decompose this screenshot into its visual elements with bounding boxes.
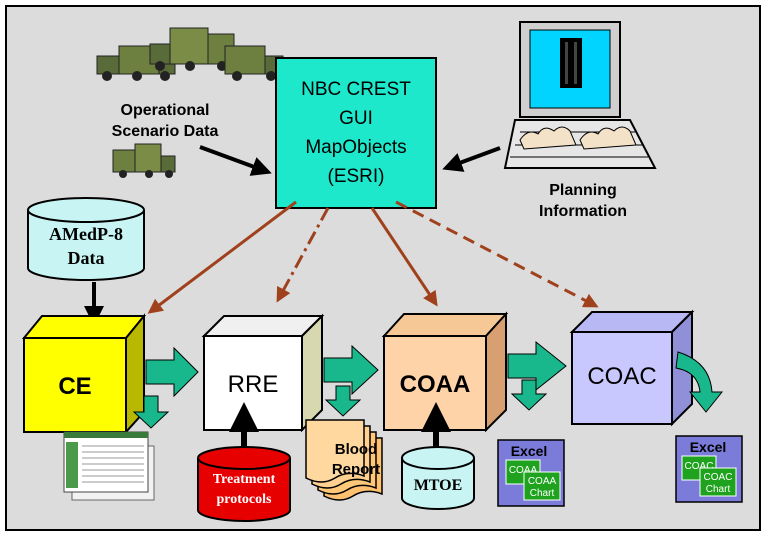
scenario-label-line1: Operational (121, 102, 210, 119)
database-line2: Data (68, 248, 105, 268)
module-coac-label: COAC (587, 363, 656, 390)
planning-label-line2: Information (539, 203, 627, 220)
excel-coac-title: Excel (690, 439, 727, 455)
center-box-line4: (ESRI) (328, 166, 385, 187)
mtoe-label: MTOE (414, 477, 463, 494)
planning-to-gui-arrow (442, 146, 501, 172)
excel-coaa-title: Excel (511, 443, 548, 459)
scenario-label-line2: Scenario Data (112, 123, 219, 140)
excel-coaa-sheet-back: COAA (509, 465, 538, 476)
blood-report-documents: Blood Report (305, 419, 383, 501)
center-box-line3: MapObjects (305, 137, 406, 158)
gui-to-ce-arrow (147, 200, 297, 314)
database-line1: AMedP-8 (49, 224, 123, 244)
mtoe-database: MTOE (401, 446, 475, 510)
excel-coac-chart: Excel COAC COAC Chart (675, 435, 743, 503)
module-rre-label: RRE (228, 371, 279, 398)
coac-output-arrow (675, 351, 724, 413)
module-coac: COAC (569, 309, 695, 427)
center-box-line1: NBC CREST (301, 79, 411, 100)
treatment-protocols-database: Treatment protocols (197, 446, 291, 522)
module-coaa-label: COAA (400, 371, 471, 398)
amedp8-database: AMedP-8 Data (27, 197, 145, 281)
military-truck-icon (96, 27, 284, 178)
laptop-typing-icon (503, 21, 657, 169)
blood-line2: Report (332, 461, 380, 478)
excel-coaa-sheet-front-line1: COAA (528, 476, 557, 487)
module-coaa: COAA (381, 311, 509, 433)
module-ce-label: CE (58, 373, 91, 400)
ce-output-arrow (132, 395, 170, 429)
module-rre: RRE (201, 313, 325, 433)
treatment-line1: Treatment (213, 472, 276, 487)
gui-to-coaa-arrow (370, 207, 438, 307)
planning-label-line1: Planning (549, 182, 617, 199)
scenario-to-gui-arrow (199, 145, 272, 176)
blood-line1: Blood (335, 441, 378, 458)
module-ce: CE (21, 313, 147, 435)
gui-to-rre-arrow (276, 207, 330, 303)
excel-coac-sheet-front-line2: Chart (706, 484, 731, 495)
rre-to-coaa-flow-arrow (323, 344, 379, 396)
excel-coaa-sheet-front-line2: Chart (530, 488, 555, 499)
coaa-output-arrow (510, 379, 548, 411)
rre-output-arrow (324, 385, 362, 417)
excel-coac-sheet-back: COAC (685, 461, 714, 472)
treatment-line2: protocols (217, 492, 273, 507)
coaa-to-coac-flow-arrow (507, 340, 567, 392)
spreadsheet-thumbnail-icon (63, 431, 155, 501)
ce-to-rre-flow-arrow (145, 346, 199, 398)
excel-coac-sheet-front-line1: COAC (704, 472, 733, 483)
center-box-line2: GUI (339, 108, 373, 129)
nbc-crest-gui-box: NBC CREST GUI MapObjects (ESRI) (275, 57, 437, 209)
excel-coaa-chart: Excel COAA COAA Chart (497, 439, 565, 507)
